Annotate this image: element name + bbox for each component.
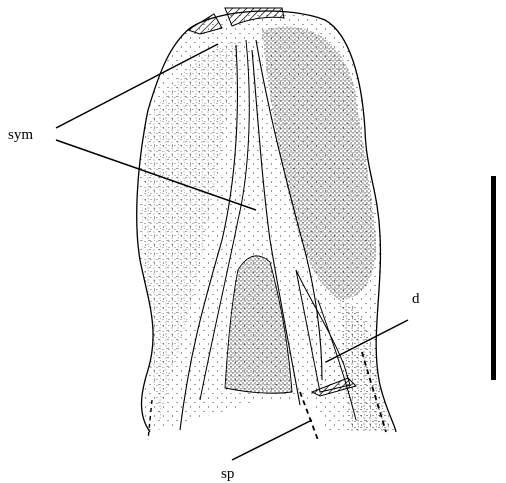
label-d: d	[412, 291, 420, 307]
label-sym: sym	[8, 127, 33, 143]
label-sp: sp	[221, 466, 234, 482]
scale-bar	[491, 176, 496, 380]
sp-leader	[232, 420, 312, 460]
